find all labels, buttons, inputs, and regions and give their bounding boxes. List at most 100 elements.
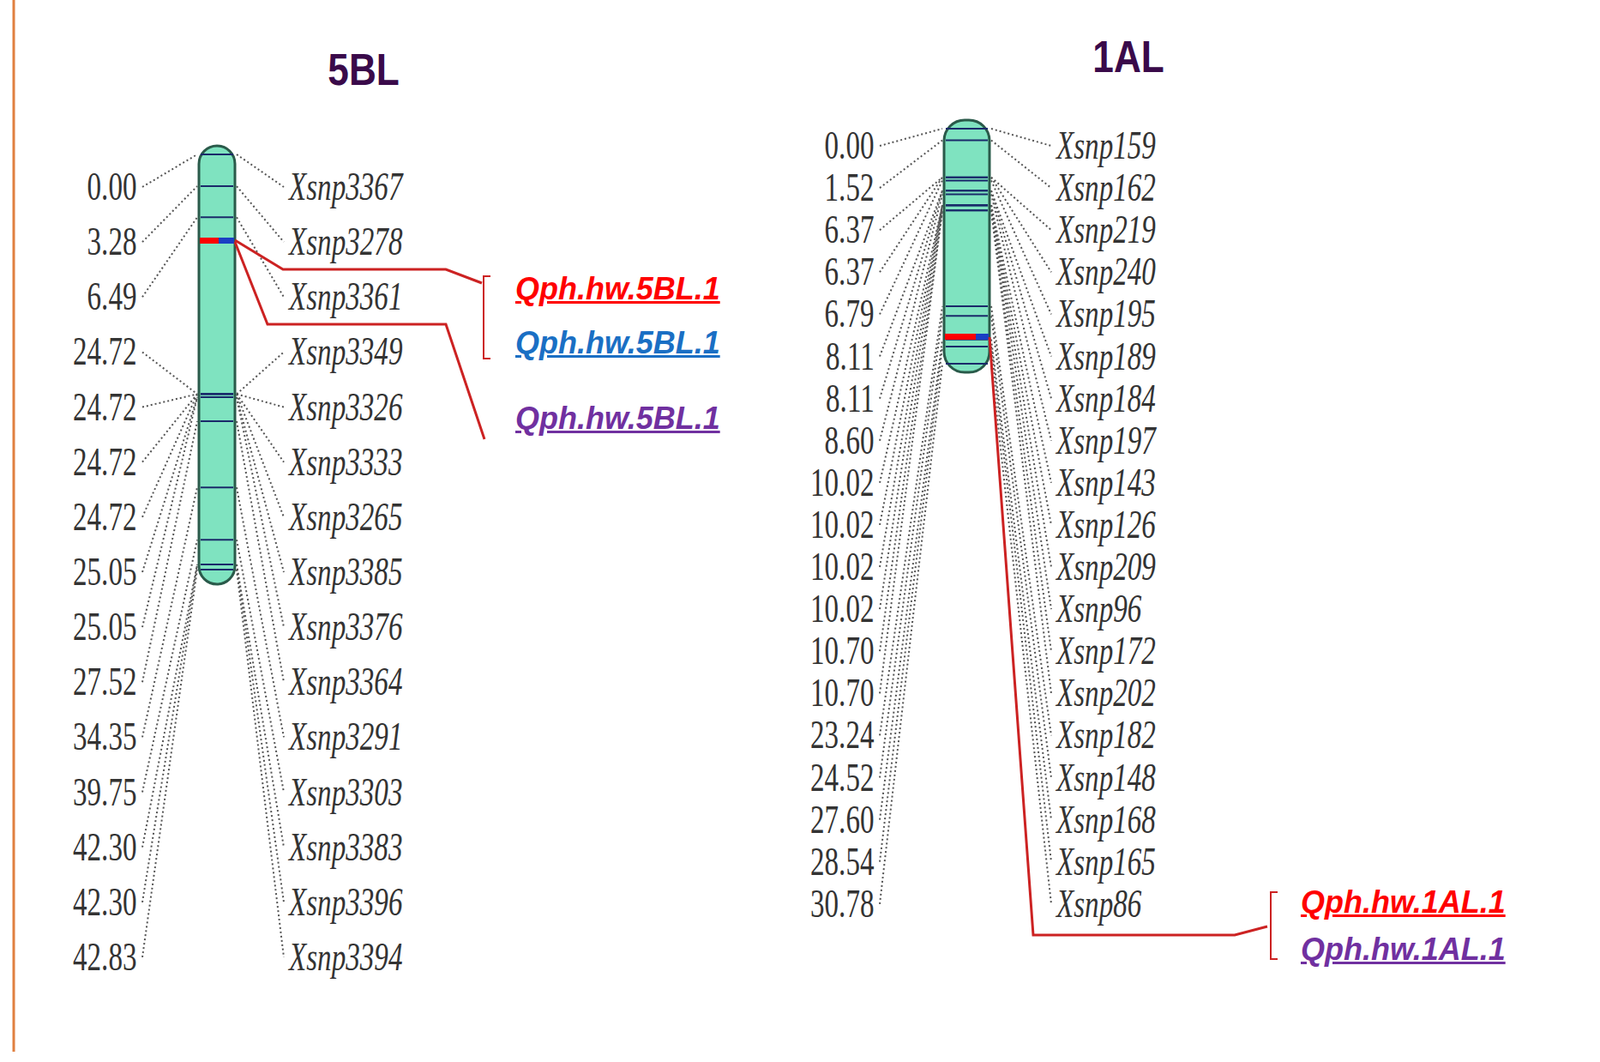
leader-line [236,569,284,957]
leader-line [236,539,284,792]
position-cm: 1.52 [824,168,875,208]
position-cm: 28.54 [810,842,875,882]
marker-tick [200,568,234,571]
position-cm: 10.02 [810,505,875,545]
marker-name: Xsnp3367 [288,167,403,207]
leader-line [991,210,1052,651]
position-cm: 8.11 [825,336,875,377]
marker-name: Xsnp3265 [288,497,403,537]
leader-line [879,315,943,777]
position-cm: 42.83 [72,937,138,977]
leader-line [879,339,943,820]
marker-name: Xsnp148 [1056,757,1156,798]
marker-tick [200,396,234,398]
marker-tick [200,392,234,395]
leader-line [142,569,198,957]
leader-line [991,204,1052,609]
leader-line [991,339,1052,820]
marker-name: Xsnp172 [1056,631,1156,671]
qtl-band [944,333,976,340]
chromosome-5bl [198,145,235,584]
marker-tick [200,392,234,395]
qtl-band [218,237,235,244]
leader-line [142,564,198,903]
leader-line [879,204,943,609]
position-cm: 24.52 [810,757,875,798]
marker-name: Xsnp240 [1056,252,1156,292]
qtl-label: Qph.hw.5BL.1 [515,403,721,434]
marker-name: Xsnp195 [1056,294,1156,334]
position-cm: 6.37 [824,252,875,292]
marker-tick [945,305,988,307]
leader-line [142,393,198,517]
leader-line [991,306,1052,736]
marker-name: Xsnp3383 [288,827,403,867]
leader-line [879,190,943,356]
marker-tick [200,185,234,187]
qtl-lines [234,240,1268,935]
leader-line [879,177,943,230]
leader-line [991,190,1052,398]
marker-name: Xsnp3396 [288,882,403,922]
position-cm: 10.70 [810,673,875,713]
marker-tick [945,176,988,179]
leader-line [991,204,1052,567]
leader-line [142,216,198,297]
marker-tick [945,189,988,192]
marker-name: Xsnp162 [1056,168,1156,208]
marker-tick [945,176,988,179]
position-cm: 0.00 [824,126,875,166]
marker-name: Xsnp86 [1056,884,1142,924]
marker-tick [945,314,988,317]
position-cm: 6.49 [87,276,138,317]
position-cm: 25.05 [72,607,138,647]
marker-tick [945,193,988,196]
leader-line [879,363,943,904]
position-cm: 25.05 [72,552,138,592]
marker-name: Xsnp126 [1056,505,1156,545]
leader-line [991,128,1052,146]
marker-name: Xsnp182 [1056,715,1156,755]
leader-line [142,564,198,848]
leader-line [879,306,943,736]
marker-name: Xsnp3278 [288,222,403,262]
marker-name: Xsnp3364 [288,661,403,702]
page-border [12,0,16,1052]
position-cm: 10.70 [810,631,875,671]
marker-tick [200,538,234,541]
marker-tick [945,189,988,192]
marker-name: Xsnp219 [1056,210,1156,250]
leader-line [991,140,1052,189]
qtl-label: Qph.hw.5BL.1 [515,273,721,305]
leader-line [142,539,198,792]
leader-line [879,204,943,483]
marker-tick [945,179,988,181]
position-cm: 3.28 [87,222,138,262]
position-cm: 42.30 [72,827,138,867]
marker-name: Xsnp96 [1056,589,1142,629]
marker-name: Xsnp3326 [288,387,403,428]
bracket [483,276,1278,959]
marker-tick [200,486,234,488]
marker-name: Xsnp3349 [288,331,403,372]
marker-name: Xsnp3303 [288,772,403,813]
leader-line [142,396,198,627]
marker-tick [200,563,234,566]
position-cm: 24.72 [72,387,138,428]
marker-name: Xsnp184 [1056,378,1156,419]
leader-line [236,351,284,394]
marker-tick [945,127,988,130]
chromosome-title: 5BL [328,47,401,92]
leader-line [236,564,284,848]
leader-line [879,140,943,189]
marker-tick [945,362,988,365]
position-cm: 24.72 [72,497,138,537]
marker-name: Xsnp189 [1056,336,1156,377]
marker-name: Xsnp209 [1056,547,1156,587]
position-cm: 42.30 [72,882,138,922]
leader-line [991,210,1052,693]
marker-name: Xsnp159 [1056,126,1156,166]
leader-line [991,177,1052,230]
leader-line [991,194,1052,441]
leader-line [236,421,284,682]
